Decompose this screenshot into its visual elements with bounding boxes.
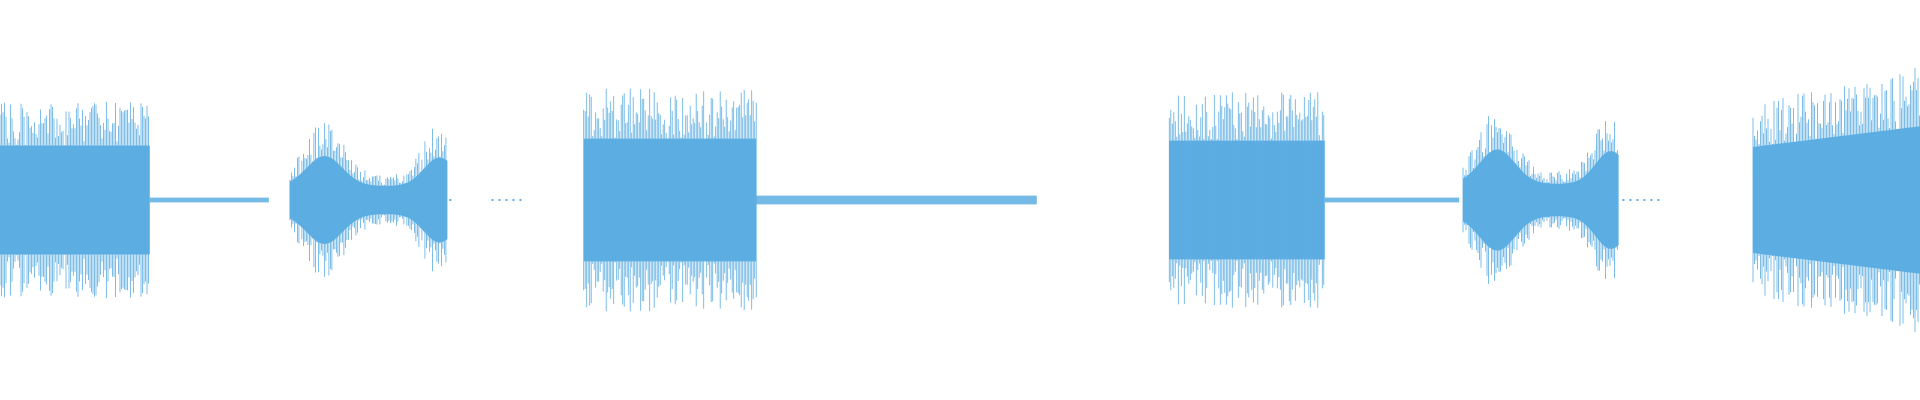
waveform-burst-spikes (0, 101, 149, 299)
waveform-hum-line (756, 195, 1037, 205)
waveform-dot (498, 199, 501, 201)
waveform-dot (1629, 199, 1632, 201)
waveform-dot (1650, 199, 1653, 201)
waveform-dot (505, 199, 508, 201)
waveform-burst-5 (583, 88, 757, 312)
waveform-burst-11 (1752, 68, 1920, 332)
waveform-burst-9 (1462, 116, 1619, 284)
waveform-dot (1636, 199, 1639, 201)
waveform-dot (1622, 199, 1625, 201)
waveform-dot (1643, 199, 1646, 201)
waveform-dots-10 (1622, 199, 1660, 201)
waveform-burst-spikes (289, 123, 447, 277)
waveform-burst-0 (0, 101, 150, 299)
waveform-hum-8 (1324, 197, 1460, 203)
waveform-burst-spikes (1462, 116, 1618, 284)
waveform-hum-line (1324, 197, 1460, 203)
waveform-dots-4 (491, 199, 522, 201)
waveform-dot (1657, 199, 1660, 201)
waveform-burst-body (1752, 126, 1920, 274)
waveform-hum-6 (756, 195, 1037, 205)
waveform-hum-line (149, 197, 269, 203)
waveform-dot (449, 199, 452, 201)
waveform-burst-spikes (1752, 68, 1920, 332)
waveform-burst-7 (1168, 92, 1325, 308)
waveform-dot (491, 199, 494, 201)
waveform-dot (512, 199, 515, 201)
waveform-hum-1 (149, 197, 269, 203)
waveform-dot (519, 199, 522, 201)
waveform-burst-spikes (583, 88, 757, 312)
waveform-burst-spikes (1168, 92, 1325, 308)
waveform-dots-3 (449, 199, 452, 201)
waveform-burst-2 (289, 123, 448, 277)
